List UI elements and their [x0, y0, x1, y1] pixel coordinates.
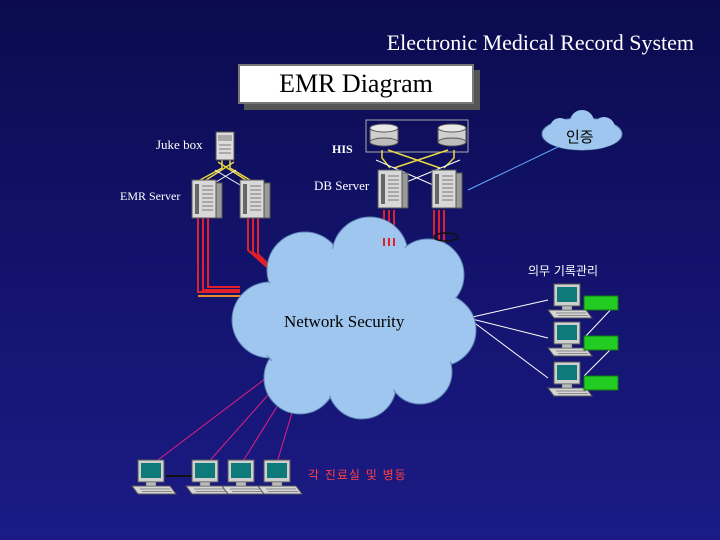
database-icon — [369, 123, 399, 147]
records-links — [467, 299, 549, 379]
computer-icon — [221, 459, 267, 495]
medical-records-label: 의무 기록관리 — [528, 264, 599, 278]
emr-server-red-links — [197, 210, 277, 293]
slide-title: Electronic Medical Record System — [386, 30, 694, 55]
db-server-icon — [431, 169, 463, 209]
his-label: HIS — [332, 142, 353, 156]
ring-connector — [433, 232, 459, 242]
emr-server-icon — [239, 179, 271, 219]
database-icon — [437, 123, 467, 147]
diagram-title: EMR Diagram — [238, 64, 474, 104]
juke-box-label: Juke box — [156, 137, 203, 152]
emr-server-label: EMR Server — [120, 189, 181, 203]
certification-label: 인증 — [566, 128, 594, 146]
printer-icon — [583, 295, 619, 311]
db-cluster-frame — [365, 119, 469, 153]
computer-icon — [185, 459, 231, 495]
emr-server-icon — [191, 179, 223, 219]
computer-icon — [257, 459, 303, 495]
certification-link — [467, 145, 561, 191]
clinics-wards-label: 각 진료실 및 병동 — [308, 468, 407, 482]
db-server-icon — [377, 169, 409, 209]
db-server-label: DB Server — [314, 178, 370, 193]
network-security-label: Network Security — [284, 312, 405, 331]
printer-icon — [583, 335, 619, 351]
printer-icon — [583, 375, 619, 391]
db-yellow-links — [381, 149, 455, 169]
juke-box-icon — [215, 131, 235, 161]
juke-box-yellow-links — [199, 160, 251, 181]
